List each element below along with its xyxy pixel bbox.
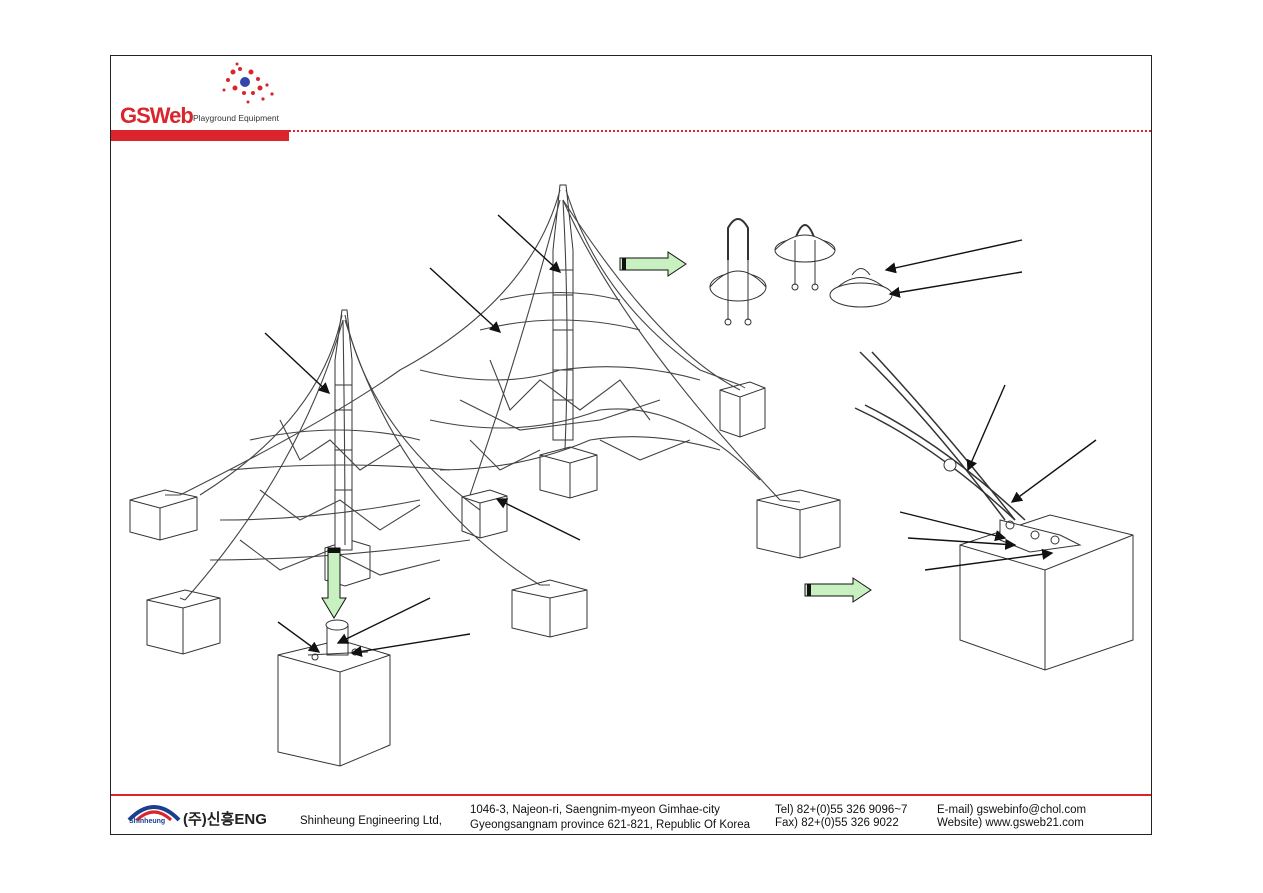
- rope-net-small: [184, 314, 541, 601]
- footing-block-front-right: [511, 579, 588, 638]
- footer-company-english: Shinheung Engineering Ltd,: [300, 815, 442, 827]
- arrow-right-icon: [619, 251, 687, 277]
- arrow-down-icon: [321, 547, 347, 619]
- footer-address-line1: 1046-3, Najeon-ri, Saengnim-myeon Gimhae…: [470, 804, 720, 816]
- footer-address-line2: Gyeongsangnam province 621-821, Republic…: [470, 819, 751, 831]
- logo-dots-icon: [222, 62, 274, 104]
- footing-block-back: [539, 446, 598, 499]
- header-rule-solid: [111, 130, 289, 141]
- footer-tel: Tel) 82+(0)55 326 9096~7: [775, 804, 908, 816]
- footing-block-bottom-left: [146, 589, 221, 655]
- footing-block-right-top: [719, 381, 766, 438]
- shinheung-logo-icon: [127, 805, 181, 822]
- cap-icon: [829, 268, 893, 308]
- anchor-block-icon: [854, 351, 1082, 553]
- leader-lines: [264, 214, 1097, 657]
- footing-block-detail-right: [959, 514, 1134, 671]
- footing-block-right: [756, 489, 841, 559]
- arrow-right-icon: [804, 577, 872, 603]
- rope-net-large: [179, 189, 781, 501]
- footer-fax: Fax) 82+(0)55 326 9022: [775, 817, 899, 829]
- tall-mast: [552, 184, 574, 441]
- footing-block-left: [129, 489, 198, 541]
- anchor-cables: [165, 384, 801, 601]
- footing-block-detail: [277, 639, 391, 767]
- brand-name: GSWeb: [120, 103, 194, 128]
- brand-tagline: Playground Equipment: [193, 113, 280, 123]
- footer-company-korean: (주)신흥ENG: [183, 811, 267, 828]
- u-bolt-icon: [709, 218, 767, 326]
- footer-email: E-mail) gswebinfo@chol.com: [937, 804, 1087, 816]
- footer-rule: [111, 794, 1151, 796]
- page-frame: [110, 55, 1152, 835]
- assembly-drawing: [129, 184, 1134, 767]
- footer-website: Website) www.gsweb21.com: [937, 817, 1084, 829]
- u-bolt-icon: [774, 224, 836, 291]
- header-rule-dotted: [289, 130, 1151, 132]
- gsweb-logo: [222, 62, 274, 104]
- footer-logo-small: Shinheung: [129, 818, 166, 825]
